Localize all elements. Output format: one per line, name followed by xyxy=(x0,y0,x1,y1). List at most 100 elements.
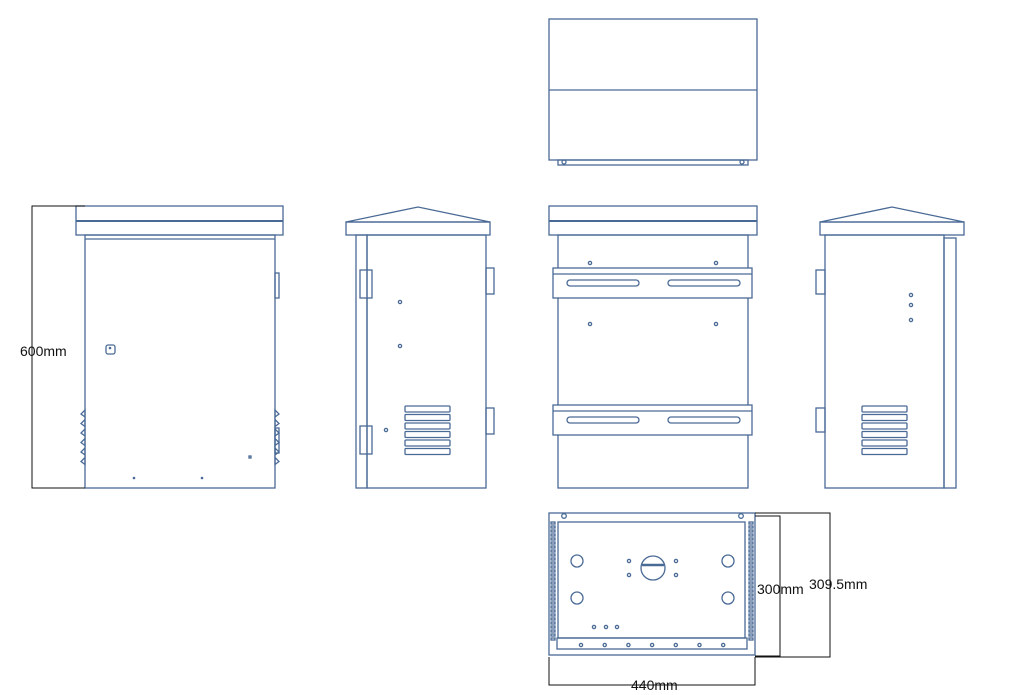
louver-slat xyxy=(404,439,451,447)
vent-slot xyxy=(550,593,556,597)
mounting-hole xyxy=(578,642,584,648)
vent-slot xyxy=(748,521,754,525)
vent-slot xyxy=(550,533,556,537)
vent-slot xyxy=(748,609,754,613)
vent-slot xyxy=(550,629,556,633)
right-side-view xyxy=(815,206,965,489)
vent-slot xyxy=(748,637,754,641)
vent-slot xyxy=(550,525,556,529)
vent-slot xyxy=(748,529,754,533)
lock-icon xyxy=(105,344,116,355)
top-view xyxy=(548,18,758,166)
vent-slot xyxy=(550,581,556,585)
depth-outer-label: 309.5mm xyxy=(809,576,867,592)
vent-slot xyxy=(550,529,556,533)
vent-slot xyxy=(748,585,754,589)
vent-tooth xyxy=(274,427,280,438)
vent-slot xyxy=(748,605,754,609)
back-view xyxy=(548,205,758,489)
vent-slot xyxy=(748,565,754,569)
vent-slot xyxy=(550,553,556,557)
vent-slot xyxy=(748,621,754,625)
vent-slot xyxy=(550,521,556,525)
louver-slat xyxy=(861,439,908,447)
vent-slot xyxy=(550,557,556,561)
vent-tooth xyxy=(80,455,86,466)
vent-slot xyxy=(550,617,556,621)
height-dimension: 600mm xyxy=(20,205,85,489)
vent-slot xyxy=(550,537,556,541)
vent-slot xyxy=(748,533,754,537)
mounting-hole xyxy=(697,642,702,648)
vent-slot xyxy=(748,541,754,545)
mounting-hole xyxy=(649,642,655,648)
vent-slot xyxy=(550,601,556,605)
vent-slot xyxy=(748,561,754,565)
vent-slot xyxy=(748,553,754,557)
vent-slot xyxy=(550,637,556,641)
vent-tooth xyxy=(80,408,86,419)
vent-slot xyxy=(550,565,556,569)
vent-slot xyxy=(550,613,556,617)
louver-slat xyxy=(861,405,908,413)
bottom-view xyxy=(548,512,756,656)
vent-slot xyxy=(748,613,754,617)
vent-slot xyxy=(550,541,556,545)
vent-slot xyxy=(748,581,754,585)
vent-tooth xyxy=(274,417,280,428)
vent-slot xyxy=(748,617,754,621)
height-label: 600mm xyxy=(20,343,67,359)
vent-slot xyxy=(748,577,754,581)
vent-slot xyxy=(748,537,754,541)
depth-inner-label: 300mm xyxy=(757,581,804,597)
vent-slot xyxy=(550,589,556,593)
vent-slot xyxy=(748,569,754,573)
vent-slot xyxy=(550,585,556,589)
vent-tooth xyxy=(80,427,86,438)
vent-slot xyxy=(550,625,556,629)
mounting-hole xyxy=(602,642,607,648)
vent-slot xyxy=(748,593,754,597)
mounting-hole xyxy=(626,642,631,648)
bottom-dimensions: 300mm 309.5mm 440mm xyxy=(548,512,867,693)
mounting-hole xyxy=(673,642,679,648)
vent-slot xyxy=(550,577,556,581)
louver-slat xyxy=(404,422,451,430)
vent-slot xyxy=(748,573,754,577)
vent-slot xyxy=(550,597,556,601)
vent-slot xyxy=(550,561,556,565)
vent-slot xyxy=(550,549,556,553)
vent-slot xyxy=(748,557,754,561)
vent-slot xyxy=(748,545,754,549)
vent-slot xyxy=(748,597,754,601)
vent-tooth xyxy=(80,446,86,457)
vent-tooth xyxy=(274,408,280,419)
vent-slot xyxy=(550,609,556,613)
vent-slot xyxy=(748,601,754,605)
width-label: 440mm xyxy=(631,677,678,693)
louver-slat xyxy=(404,447,451,456)
louver-slat xyxy=(861,422,908,430)
vent-slot xyxy=(748,589,754,593)
vent-slot xyxy=(748,629,754,633)
mounting-hole xyxy=(720,642,726,648)
vent-slot xyxy=(550,633,556,637)
louver-slat xyxy=(404,405,451,413)
vent-slot xyxy=(550,621,556,625)
louver-slat xyxy=(861,430,908,439)
front-view xyxy=(75,205,284,489)
vent-slot xyxy=(748,633,754,637)
vent-slot xyxy=(748,625,754,629)
vent-slot xyxy=(550,545,556,549)
vent-tooth xyxy=(274,436,280,447)
louver-slat xyxy=(404,430,451,439)
vent-slot xyxy=(748,549,754,553)
vent-slot xyxy=(550,605,556,609)
vent-tooth xyxy=(274,455,280,466)
vent-slot xyxy=(748,525,754,529)
louver-slat xyxy=(861,447,908,456)
vent-tooth xyxy=(80,436,86,447)
vent-tooth xyxy=(274,446,280,457)
louver-slat xyxy=(404,413,451,422)
